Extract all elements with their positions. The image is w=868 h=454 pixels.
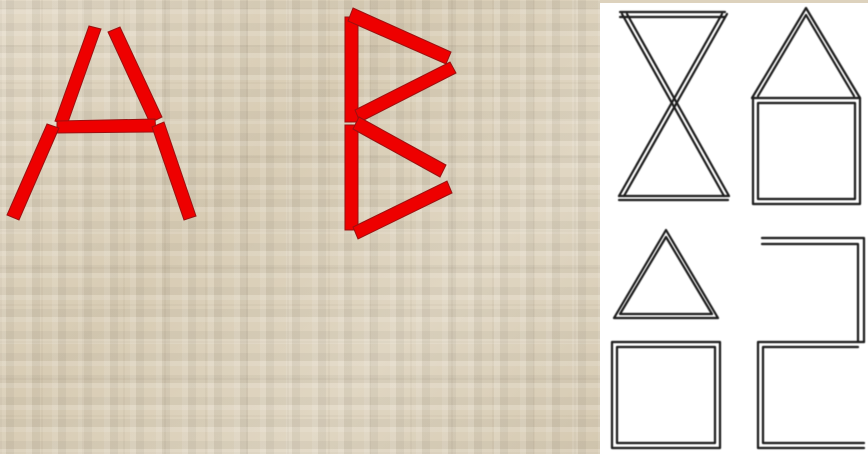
letter-b-stick-bottom-return [353,181,452,239]
letter-a-stick-lower-left [7,124,59,220]
letter-a-stick-upper-right [108,27,162,123]
hourglass-right-diagonal-inner [624,14,727,196]
hourglass-left-diagonal-inner [627,14,729,196]
house-roof-inner [758,15,854,96]
letter-b-stick-upper-spine [345,17,358,122]
open-frame-lower-outer [758,342,864,448]
figure-house [752,8,860,204]
matchstick-letter-a [7,26,196,220]
letter-a-stick-crossbar [57,119,156,133]
letter-b-stick-lower-spine [345,125,358,230]
house-square-inner [758,103,855,199]
figure-hourglass [619,12,729,200]
house-roof [752,8,860,98]
letter-b-stick-top-diagonal [348,8,451,64]
small-square [612,342,720,448]
figure-triangle-over-square [612,230,720,448]
puzzle-figures [612,8,864,448]
small-square-inner [617,347,715,443]
letter-a-stick-upper-left [55,26,101,125]
house-square [753,98,860,204]
open-frame-outer [762,238,864,342]
letter-a-stick-lower-right [152,122,196,220]
open-frame-lower-inner [763,347,864,443]
figure-open-frame [758,238,864,448]
hourglass-left-diagonal [622,14,724,196]
hourglass-right-diagonal [619,14,722,196]
open-frame-inner [762,244,858,342]
small-triangle-inner [620,237,712,314]
small-triangle [614,230,718,318]
matchstick-letter-b [345,8,456,239]
letter-b-stick-middle-diagonal [353,117,446,177]
letter-b-stick-upper-return [355,62,456,122]
